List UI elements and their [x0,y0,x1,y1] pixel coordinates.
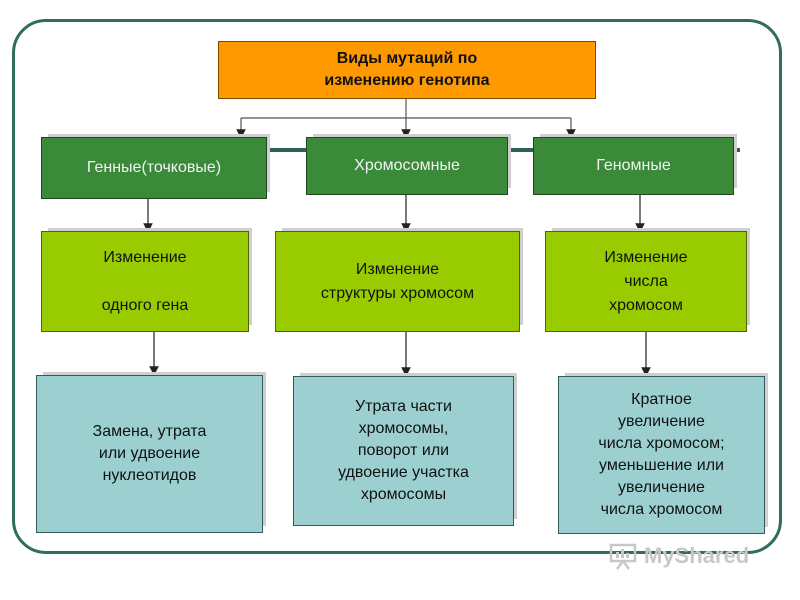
change-chromosome-box: Изменение структуры хромосом [275,231,520,332]
presentation-board-icon [609,543,637,570]
title-box: Виды мутаций по изменению генотипа [218,41,596,99]
type-chromosome-box: Хромосомные [306,137,508,195]
watermark: MyShared [608,538,768,574]
example-gene-box: Замена, утрата или удвоение нуклеотидов [36,375,263,533]
example-chromosome-box: Утрата части хромосомы, поворот или удво… [293,376,514,526]
watermark-text: MyShared [644,543,750,568]
example-genome-box: Кратное увеличение числа хромосом; умень… [558,376,765,534]
type-genome-box: Геномные [533,137,734,195]
change-gene-box: Изменение одного гена [41,231,249,332]
change-genome-box: Изменение числа хромосом [545,231,747,332]
type-gene-box: Генные(точковые) [41,137,267,199]
rounded-frame [12,19,782,554]
